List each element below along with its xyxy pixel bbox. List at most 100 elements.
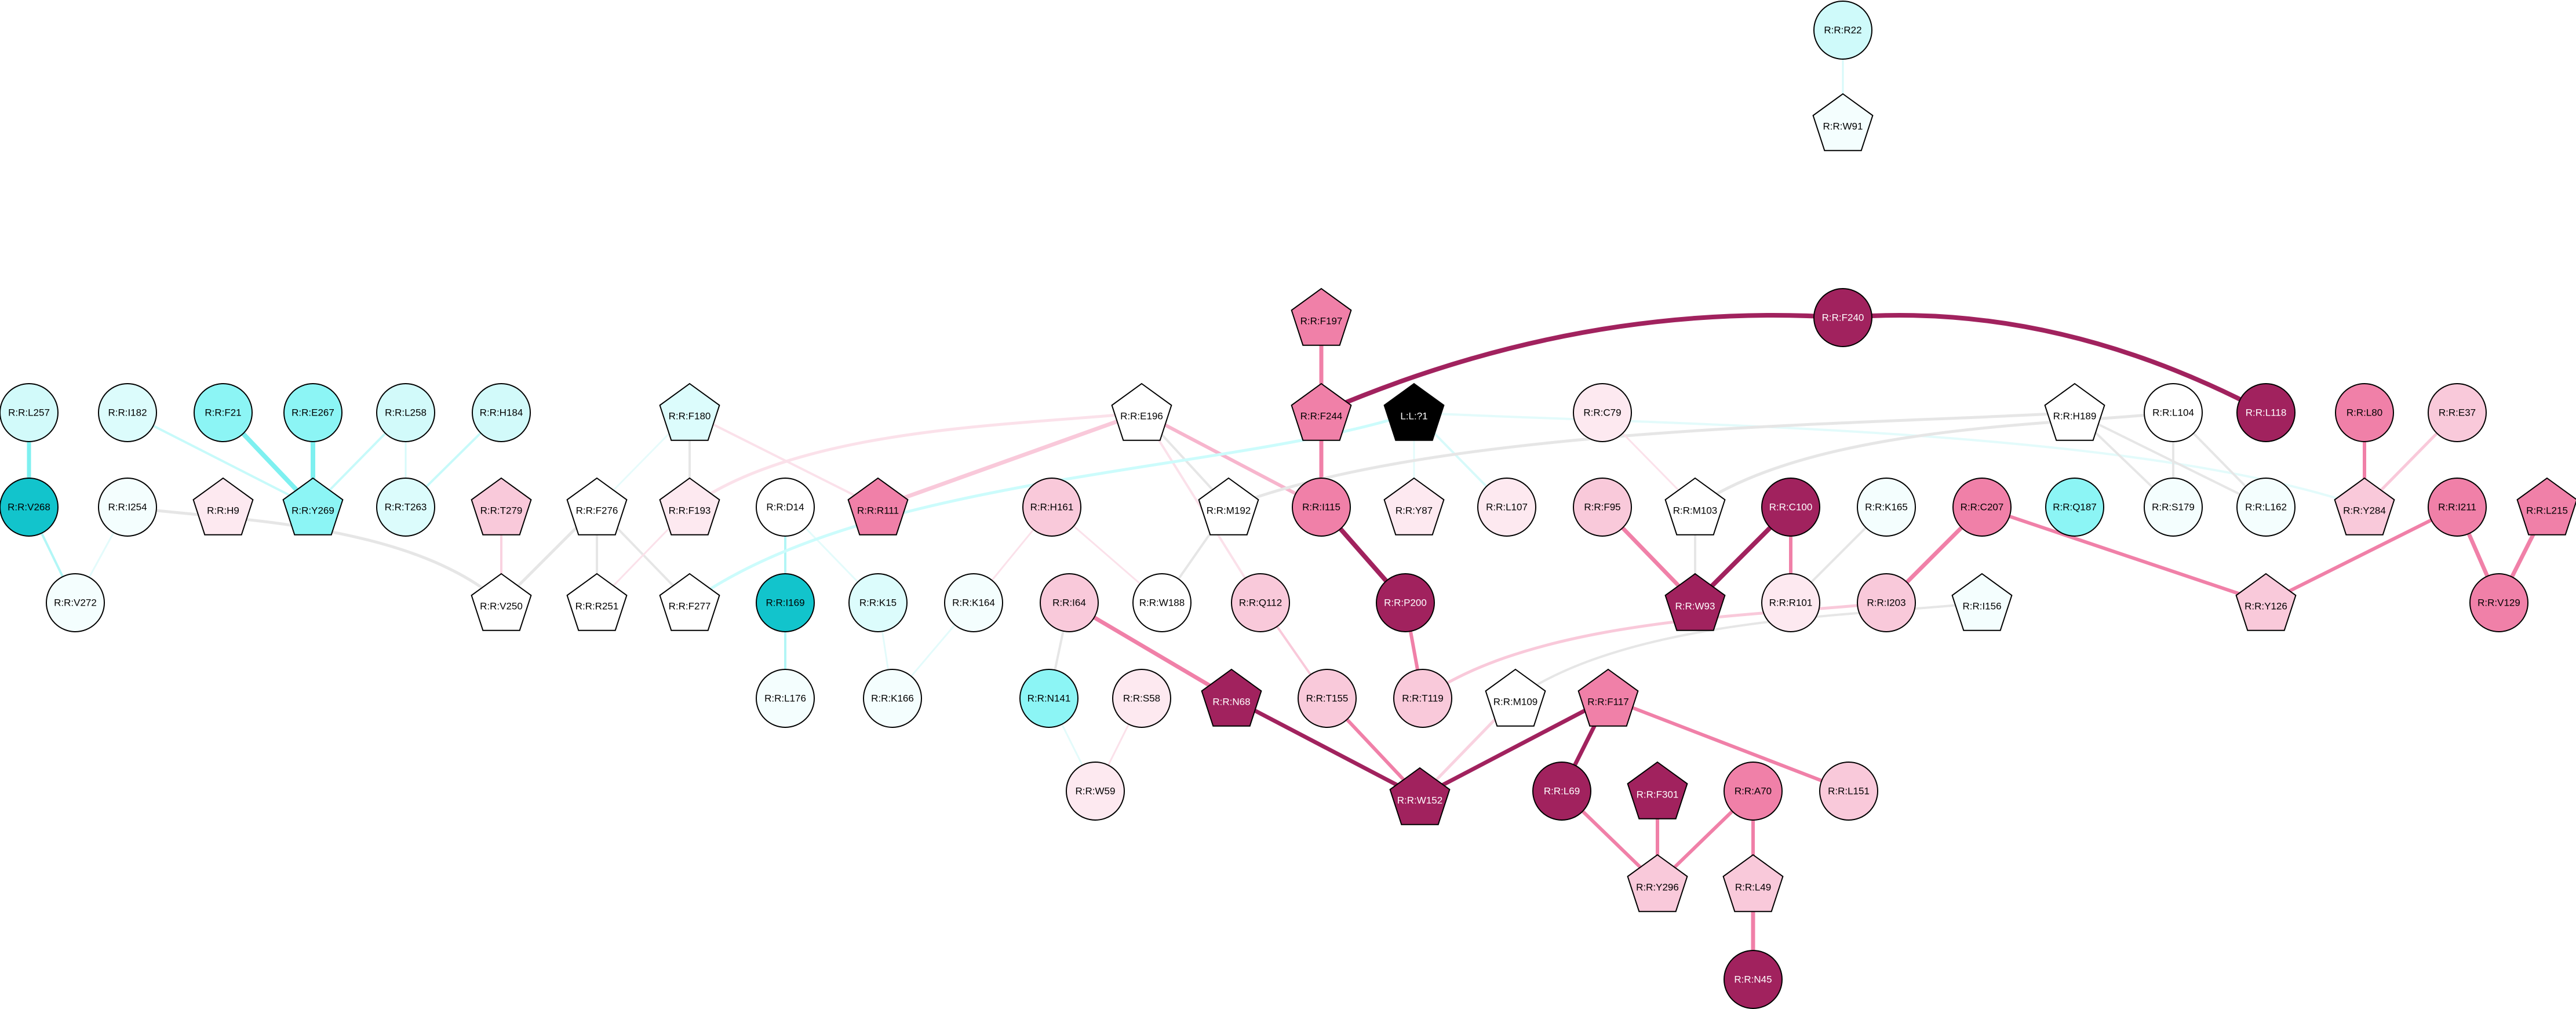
node-pentagon-shape	[1291, 287, 1352, 346]
node-r-r-w188[interactable]: R:R:W188	[1132, 573, 1192, 632]
node-r-r-i211[interactable]: R:R:I211	[2428, 478, 2487, 537]
node-r-r-t119[interactable]: R:R:T119	[1393, 669, 1452, 728]
node-r-r-f301[interactable]: R:R:F301	[1627, 761, 1688, 819]
node-l-l-1[interactable]: L:L:?1	[1383, 383, 1445, 441]
node-circle-shape	[1066, 762, 1125, 821]
node-r-r-h184[interactable]: R:R:H184	[472, 383, 531, 442]
node-r-r-w93[interactable]: R:R:W93	[1664, 573, 1726, 631]
node-r-r-i182[interactable]: R:R:I182	[98, 383, 157, 442]
node-r-r-t155[interactable]: R:R:T155	[1298, 669, 1357, 728]
node-r-r-m192[interactable]: R:R:M192	[1198, 477, 1259, 536]
node-circle-shape	[376, 383, 435, 442]
edge-r-r-e196-to-r-r-r111	[876, 410, 1144, 509]
node-r-r-y284[interactable]: R:R:Y284	[2334, 477, 2395, 536]
node-label: R:R:H9	[207, 505, 239, 516]
node-r-r-v129[interactable]: R:R:V129	[2469, 573, 2528, 632]
node-r-r-f244[interactable]: R:R:F244	[1291, 383, 1352, 441]
node-r-r-v268[interactable]: R:R:V268	[0, 478, 59, 537]
node-r-r-r22[interactable]: R:R:R22	[1813, 1, 1872, 60]
node-r-r-a70[interactable]: R:R:A70	[1724, 762, 1783, 821]
node-r-r-q112[interactable]: R:R:Q112	[1231, 573, 1290, 632]
node-r-r-r101[interactable]: R:R:R101	[1761, 573, 1820, 632]
node-r-r-f180[interactable]: R:R:F180	[659, 383, 720, 441]
node-r-r-q187[interactable]: R:R:Q187	[2045, 478, 2104, 537]
node-r-r-c100[interactable]: R:R:C100	[1761, 478, 1820, 537]
node-r-r-l69[interactable]: R:R:L69	[1532, 762, 1591, 821]
node-r-r-y87[interactable]: R:R:Y87	[1383, 477, 1445, 536]
node-r-r-f193[interactable]: R:R:F193	[659, 477, 720, 536]
node-r-r-k165[interactable]: R:R:K165	[1857, 478, 1916, 537]
node-r-r-l257[interactable]: R:R:L257	[0, 383, 59, 442]
node-r-r-n141[interactable]: R:R:N141	[1019, 669, 1079, 728]
node-r-r-l151[interactable]: R:R:L151	[1819, 762, 1878, 821]
node-circle-shape	[1393, 669, 1452, 728]
node-r-r-r251[interactable]: R:R:R251	[566, 573, 628, 631]
node-r-r-f240[interactable]: R:R:F240	[1813, 288, 1872, 347]
node-r-r-v250[interactable]: R:R:V250	[471, 573, 532, 631]
node-r-r-k164[interactable]: R:R:K164	[944, 573, 1003, 632]
node-r-r-i156[interactable]: R:R:I156	[1951, 573, 2013, 631]
node-r-r-l258[interactable]: R:R:L258	[376, 383, 435, 442]
node-r-r-m109[interactable]: R:R:M109	[1485, 668, 1546, 727]
node-r-r-f117[interactable]: R:R:F117	[1577, 668, 1639, 727]
node-r-r-k166[interactable]: R:R:K166	[863, 669, 922, 728]
node-r-r-m103[interactable]: R:R:M103	[1664, 477, 1726, 536]
node-label: R:R:F193	[669, 505, 711, 516]
node-label: R:R:R251	[575, 601, 619, 612]
node-r-r-c79[interactable]: R:R:C79	[1573, 383, 1632, 442]
node-r-r-l162[interactable]: R:R:L162	[2236, 478, 2296, 537]
node-r-r-l107[interactable]: R:R:L107	[1477, 478, 1536, 537]
node-label: R:R:I254	[108, 502, 147, 513]
node-circle-shape	[2045, 478, 2104, 537]
node-label: R:R:M109	[1493, 697, 1538, 708]
node-r-r-h189[interactable]: R:R:H189	[2044, 383, 2105, 441]
node-r-r-i115[interactable]: R:R:I115	[1292, 478, 1351, 537]
node-r-r-n45[interactable]: R:R:N45	[1724, 950, 1783, 1009]
node-r-r-y296[interactable]: R:R:Y296	[1627, 854, 1688, 912]
node-r-r-f21[interactable]: R:R:F21	[194, 383, 253, 442]
node-r-r-l176[interactable]: R:R:L176	[756, 669, 815, 728]
node-r-r-y126[interactable]: R:R:Y126	[2235, 573, 2297, 631]
node-r-r-l80[interactable]: R:R:L80	[2335, 383, 2394, 442]
node-r-r-c207[interactable]: R:R:C207	[1952, 478, 2012, 537]
node-r-r-k15[interactable]: R:R:K15	[848, 573, 908, 632]
node-r-r-f197[interactable]: R:R:F197	[1291, 287, 1352, 346]
node-r-r-i169[interactable]: R:R:I169	[756, 573, 815, 632]
node-r-r-e196[interactable]: R:R:E196	[1111, 383, 1172, 441]
node-r-r-w59[interactable]: R:R:W59	[1066, 762, 1125, 821]
node-r-r-w91[interactable]: R:R:W91	[1812, 93, 1874, 151]
node-circle-shape	[1573, 383, 1632, 442]
node-r-r-d14[interactable]: R:R:D14	[756, 478, 815, 537]
node-r-r-e267[interactable]: R:R:E267	[283, 383, 343, 442]
node-r-r-l215[interactable]: R:R:L215	[2516, 477, 2576, 536]
node-pentagon-shape	[1664, 477, 1726, 536]
node-r-r-e37[interactable]: R:R:E37	[2428, 383, 2487, 442]
node-label: R:R:D14	[766, 502, 804, 513]
node-pentagon-shape	[1389, 767, 1451, 825]
node-r-r-r111[interactable]: R:R:R111	[847, 477, 909, 536]
node-label: R:R:N45	[1734, 974, 1772, 985]
node-r-r-f95[interactable]: R:R:F95	[1573, 478, 1632, 537]
node-r-r-p200[interactable]: R:R:P200	[1376, 573, 1435, 632]
node-r-r-l104[interactable]: R:R:L104	[2144, 383, 2203, 442]
node-r-r-f277[interactable]: R:R:F277	[659, 573, 720, 631]
node-r-r-v272[interactable]: R:R:V272	[46, 573, 105, 632]
node-r-r-t279[interactable]: R:R:T279	[471, 477, 532, 536]
node-r-r-s58[interactable]: R:R:S58	[1112, 669, 1171, 728]
node-r-r-t263[interactable]: R:R:T263	[376, 478, 435, 537]
node-r-r-h161[interactable]: R:R:H161	[1022, 478, 1081, 537]
node-r-r-l118[interactable]: R:R:L118	[2236, 383, 2296, 442]
node-r-r-w152[interactable]: R:R:W152	[1389, 767, 1451, 825]
node-r-r-f276[interactable]: R:R:F276	[566, 477, 628, 536]
node-r-r-i254[interactable]: R:R:I254	[98, 478, 157, 537]
edge-r-r-h189-to-r-r-m192	[1227, 411, 2076, 509]
node-r-r-n68[interactable]: R:R:N68	[1201, 668, 1262, 727]
node-r-r-i203[interactable]: R:R:I203	[1857, 573, 1916, 632]
node-r-r-h9[interactable]: R:R:H9	[192, 477, 254, 536]
node-label: R:R:L80	[2347, 407, 2382, 418]
node-r-r-y269[interactable]: R:R:Y269	[282, 477, 344, 536]
node-r-r-i64[interactable]: R:R:I64	[1040, 573, 1099, 632]
node-pentagon-shape	[2044, 383, 2105, 441]
node-r-r-s179[interactable]: R:R:S179	[2144, 478, 2203, 537]
node-r-r-l49[interactable]: R:R:L49	[1722, 854, 1784, 912]
